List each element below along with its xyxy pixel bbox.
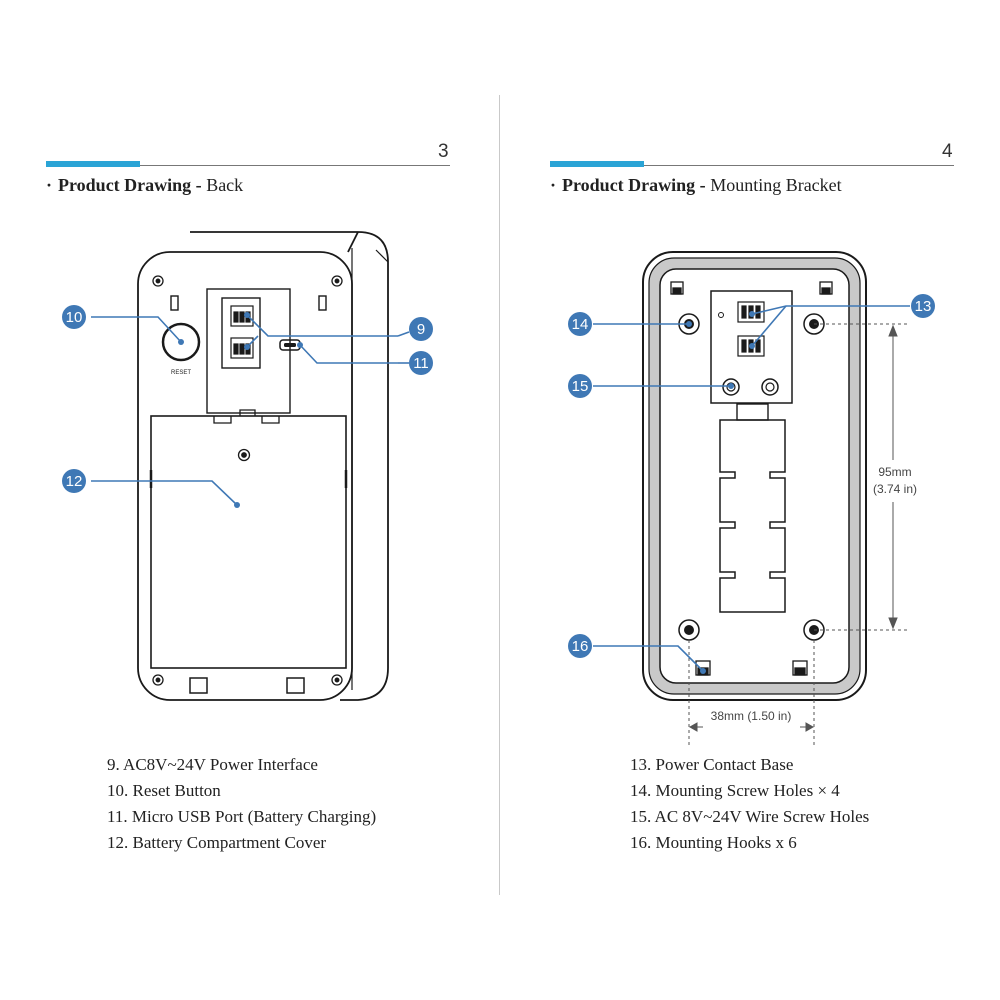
bottom-slot [286,677,305,694]
dimension-lines [688,323,910,745]
callout-10: 10 [62,305,86,329]
page-divider [499,95,500,895]
height-dimension-in: (3.74 in) [873,482,917,496]
callout-14: 14 [568,312,592,336]
doorbell-back-drawing [137,231,389,701]
callout-9: 9 [409,317,433,341]
wire-screw-hole-right-inner [765,382,775,392]
svg-text:14: 14 [572,316,589,333]
cover-latch-right [261,416,280,424]
cover-screw-head [241,452,247,458]
contact-indicator [718,312,724,318]
callout-11: 11 [409,351,433,375]
wire-screw-hole-right [761,378,779,396]
svg-text:9: 9 [417,321,425,338]
right-heading-bold: Product Drawing - [562,175,706,195]
left-header-accent [46,161,140,167]
slot [170,295,179,311]
right-callout-lines [593,305,910,672]
svg-text:11: 11 [413,355,429,372]
heading-bullet: · [550,175,557,195]
caption-item: 9. AC8V~24V Power Interface [107,755,318,774]
callout-15: 15 [568,374,592,398]
caption-item: 13. Power Contact Base [630,755,794,774]
callout-9-leader [397,331,410,337]
cable-channel [719,419,786,613]
device-side-corner [375,249,389,263]
svg-text:13: 13 [915,298,932,315]
right-header-accent [550,161,644,167]
right-heading: ·Product Drawing - Mounting Bracket [550,175,842,196]
left-page-number: 3 [438,141,449,162]
right-page-number: 4 [942,141,953,162]
device-side-outline [190,231,389,701]
svg-text:16: 16 [572,638,589,655]
corner-screws [152,275,343,686]
micro-usb-socket [284,343,296,347]
left-heading: ·Product Drawing - Back [46,175,243,196]
terminal-block [221,297,261,369]
right-captions: 13. Power Contact Base 14. Mounting Scre… [630,752,869,856]
left-callout-dots [178,312,303,508]
caption-item: 14. Mounting Screw Holes × 4 [630,781,840,800]
reset-button [161,322,201,362]
callout-13: 13 [911,294,935,318]
reset-label: RESET [171,370,191,376]
svg-text:10: 10 [66,309,83,326]
caption-item: 16. Mounting Hooks x 6 [630,833,797,852]
caption-item: 11. Micro USB Port (Battery Charging) [107,807,377,826]
width-dimension: 38mm (1.50 in) [711,709,792,723]
mounting-bracket-drawing [642,251,867,701]
power-contact-base [710,290,793,404]
svg-text:15: 15 [572,378,589,395]
battery-compartment-cover [150,415,347,669]
left-heading-subject: Back [206,175,244,195]
right-callout-dots [686,311,755,674]
right-heading-subject: Mounting Bracket [710,175,842,195]
caption-item: 15. AC 8V~24V Wire Screw Holes [630,807,870,826]
wire-screw-hole-left [722,378,740,396]
terminal-connectors [230,305,254,359]
caption-item: 12. Battery Compartment Cover [107,833,327,852]
right-header-rule [550,165,954,166]
slot [318,295,327,311]
left-header-rule [46,165,450,166]
callout-12: 12 [62,469,86,493]
bracket-plate [659,268,850,684]
bottom-slot [189,677,208,694]
cover-latch-left [213,416,232,424]
device-side-edge [347,231,359,253]
terminal-panel [206,288,291,414]
device-back-face [137,251,353,701]
left-heading-bold: Product Drawing - [58,175,202,195]
height-dimension-mm: 95mm [878,465,911,479]
cover-screw [237,448,251,462]
cover-tab [239,409,256,416]
callout-16: 16 [568,634,592,658]
caption-item: 10. Reset Button [107,781,221,800]
bracket-outer-frame [642,251,867,701]
svg-text:12: 12 [66,473,83,490]
heading-bullet: · [46,175,53,195]
left-callout-lines [91,314,398,506]
left-captions: 9. AC8V~24V Power Interface 10. Reset Bu… [107,752,376,856]
